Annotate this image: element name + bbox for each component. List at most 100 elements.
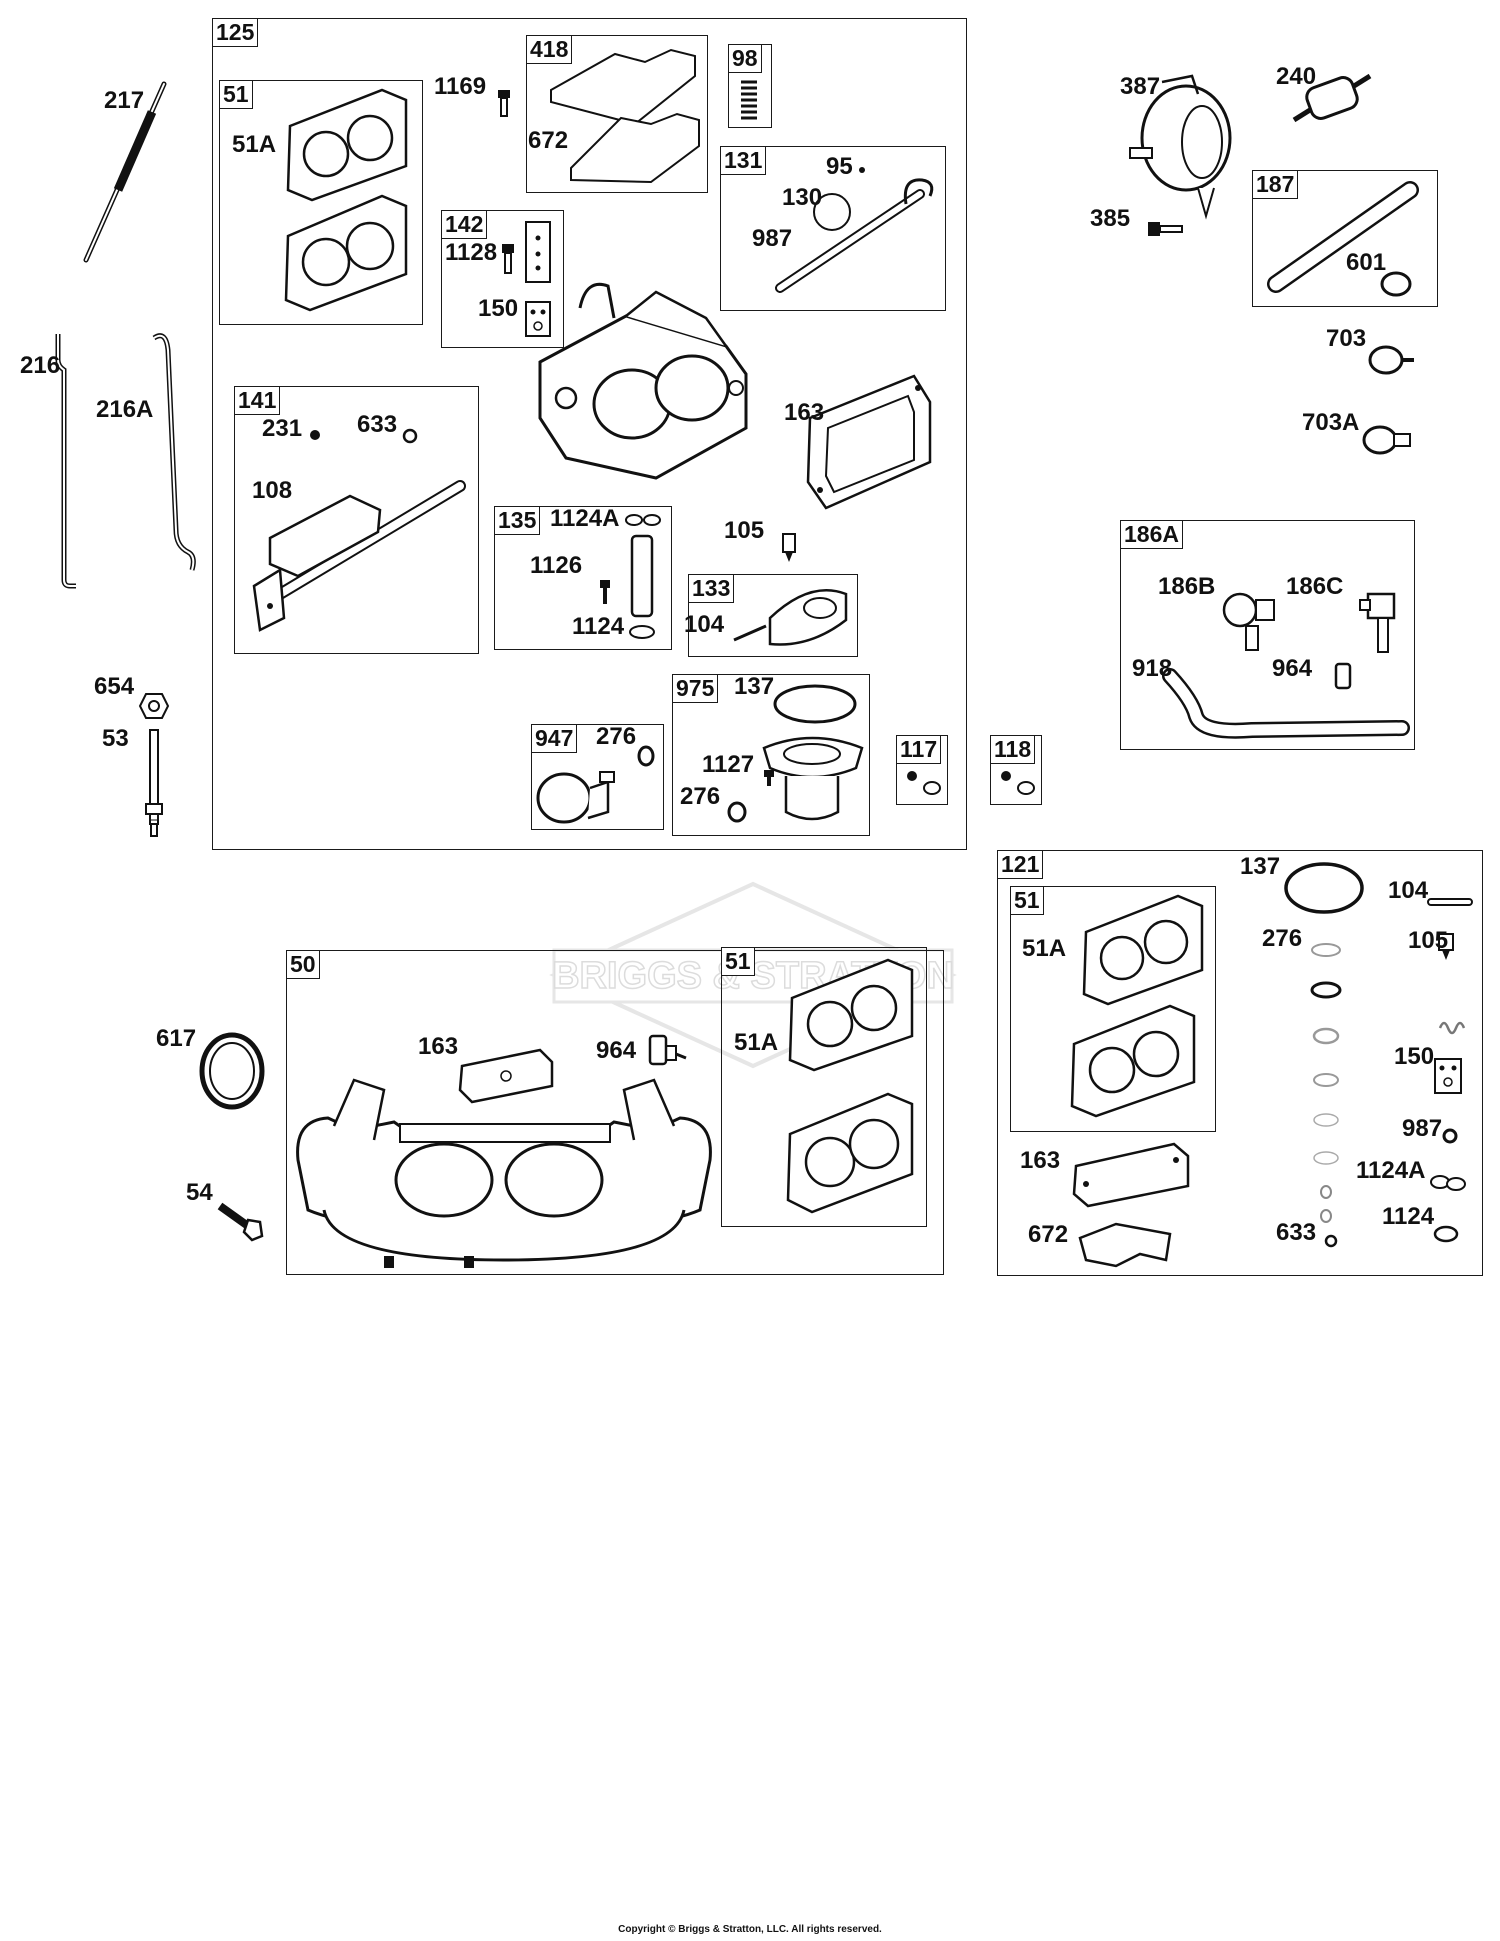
- callout-51A-middle: 51A: [734, 1029, 779, 1056]
- pin-104: [1427, 898, 1473, 906]
- group-box-141: 141: [234, 386, 479, 654]
- fuel-filter-240: [1292, 73, 1372, 123]
- callout-1124A-kit: 1124A: [1356, 1157, 1426, 1184]
- group-box-131: 131: [720, 146, 946, 311]
- group-tag-186A: 186A: [1120, 520, 1183, 549]
- fuel-solenoid-947: [536, 771, 615, 824]
- screw-1127: [764, 770, 774, 786]
- callout-1126: 1126: [530, 552, 583, 579]
- group-tag-121: 121: [997, 850, 1044, 879]
- hose-clamp-703: [1368, 345, 1414, 375]
- callout-163-kit: 163: [1020, 1147, 1061, 1174]
- callout-105-kit: 105: [1408, 927, 1449, 954]
- callout-276-kit: 276: [1262, 925, 1303, 952]
- gasket-51A-top-upper: [286, 88, 408, 202]
- group-box-133: 133: [688, 574, 858, 657]
- jet-kit-117: [907, 771, 941, 795]
- bracket-150-kit: [1434, 1058, 1462, 1094]
- group-box-51-top: 51: [219, 80, 423, 325]
- callout-163-carb: 163: [784, 399, 825, 426]
- group-tag-51-middle: 51: [721, 947, 755, 976]
- callout-1124-top: 1124: [572, 613, 625, 640]
- group-tag-98: 98: [728, 44, 762, 73]
- screw-1128: [502, 244, 514, 274]
- group-tag-118: 118: [990, 735, 1036, 764]
- callout-104-kit: 104: [1388, 877, 1429, 904]
- group-tag-117: 117: [896, 735, 942, 764]
- callout-186B: 186B: [1158, 573, 1216, 600]
- governor-link-216A: [152, 333, 196, 571]
- o-ring-137-a: [773, 684, 857, 724]
- stud-53: [145, 729, 163, 837]
- gasket-163-carb: [806, 374, 932, 510]
- bracket-142: [525, 221, 551, 337]
- group-box-50: 50: [286, 950, 944, 1275]
- callout-231: 231: [262, 415, 303, 442]
- group-tag-975: 975: [672, 674, 719, 703]
- air-intake-ring-617: [199, 1032, 265, 1110]
- group-box-135: 135: [494, 506, 672, 650]
- group-tag-187: 187: [1252, 170, 1299, 199]
- washer-276-b: [637, 745, 655, 767]
- callout-1169: 1169: [434, 73, 487, 100]
- throttle-shaft-141: [252, 480, 466, 632]
- callout-54: 54: [186, 1179, 213, 1206]
- callout-163-intake: 163: [418, 1033, 459, 1060]
- callout-703A: 703A: [1302, 409, 1360, 436]
- gasket-672-kit: [1078, 1222, 1172, 1268]
- callout-385: 385: [1090, 205, 1131, 232]
- washer-1124-kit: [1433, 1225, 1459, 1243]
- group-tag-133: 133: [688, 574, 735, 603]
- group-box-975: 975: [672, 674, 870, 836]
- group-tag-131: 131: [720, 146, 767, 175]
- group-tag-141: 141: [234, 386, 281, 415]
- callout-108: 108: [252, 477, 293, 504]
- sleeve-964-a: [1334, 662, 1352, 690]
- group-tag-947: 947: [531, 724, 578, 753]
- callout-387: 387: [1120, 73, 1161, 100]
- spring-kit: [1438, 1021, 1466, 1035]
- float-bowl-975: [762, 736, 864, 821]
- group-box-98: 98: [728, 44, 772, 128]
- jet-1124A-kit: [1430, 1175, 1466, 1191]
- callout-918: 918: [1132, 655, 1173, 682]
- governor-link-216: [55, 334, 76, 589]
- group-tag-135: 135: [494, 506, 541, 535]
- callout-95: 95: [826, 153, 853, 180]
- callout-53: 53: [102, 725, 129, 752]
- group-box-51-middle: 51: [721, 947, 927, 1227]
- gasket-51A-middle-upper: [788, 958, 914, 1072]
- group-box-117: 117: [896, 735, 948, 805]
- callout-276-947: 276: [596, 723, 637, 750]
- callout-51A-right: 51A: [1022, 935, 1067, 962]
- washer-276-a: [727, 801, 747, 823]
- callout-216: 216: [20, 352, 61, 379]
- intake-manifold-50: [296, 1078, 712, 1268]
- group-box-187: 187: [1252, 170, 1438, 307]
- fuel-hose-187: [1267, 181, 1419, 293]
- callout-633-kit: 633: [1276, 1219, 1317, 1246]
- copyright-footer: Copyright © Briggs & Stratton, LLC. All …: [618, 1924, 882, 1935]
- callout-601: 601: [1346, 249, 1387, 276]
- needle-105: [782, 533, 796, 562]
- nut-633-a: [402, 428, 418, 444]
- callout-105-top: 105: [724, 517, 765, 544]
- bolt-54: [217, 1202, 264, 1242]
- float-133: [733, 589, 848, 646]
- group-tag-50: 50: [286, 950, 320, 979]
- callout-633-top: 633: [357, 411, 398, 438]
- callout-1124-kit: 1124: [1382, 1203, 1435, 1230]
- callout-51A-top: 51A: [232, 131, 277, 158]
- gasket-163-intake: [458, 1048, 554, 1104]
- callout-150-top: 150: [478, 295, 519, 322]
- callout-672-top: 672: [528, 127, 569, 154]
- fuel-fitting-186C: [1359, 592, 1396, 653]
- governor-spring-rod: [83, 81, 167, 263]
- gasket-51A-top-lower: [284, 194, 408, 312]
- group-box-125: 125: [212, 18, 967, 850]
- callout-276-975: 276: [680, 783, 721, 810]
- group-tag-142: 142: [441, 210, 488, 239]
- callout-964-intake: 964: [596, 1037, 637, 1064]
- screw-231: [310, 430, 320, 440]
- gasket-51A-middle-lower: [786, 1092, 914, 1214]
